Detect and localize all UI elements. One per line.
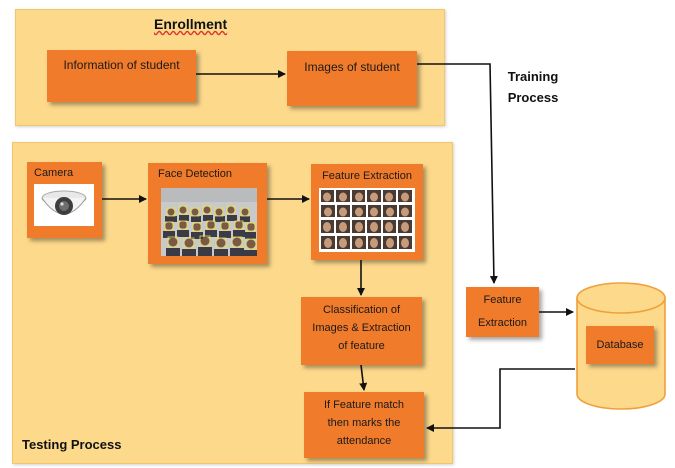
attendance-match-box: If Feature match then marks the attendan… bbox=[304, 392, 424, 458]
images-of-student-label: Images of student bbox=[304, 60, 400, 74]
information-of-student-label: Information of student bbox=[63, 58, 180, 72]
face-detection-label: Face Detection bbox=[158, 168, 232, 180]
database-label: Database bbox=[596, 339, 644, 351]
testing-feature-extraction-label: Feature Extraction bbox=[322, 170, 412, 182]
database-label-box: Database bbox=[586, 326, 654, 364]
camera-icon bbox=[34, 184, 94, 226]
feature-box-line2: Extraction bbox=[478, 317, 527, 329]
information-of-student-box: Information of student bbox=[47, 50, 196, 102]
testing-process-title: Testing Process bbox=[22, 437, 122, 452]
enrollment-title: Enrollment bbox=[154, 16, 228, 32]
classification-line3: of feature bbox=[338, 340, 385, 352]
match-line1: If Feature match bbox=[323, 399, 405, 411]
classification-box: Classification of Images & Extraction of… bbox=[301, 297, 422, 365]
feature-box-line1: Feature bbox=[483, 294, 522, 306]
training-process-line2: Process bbox=[507, 90, 559, 105]
face-grid-image bbox=[319, 188, 415, 252]
testing-feature-extraction-box: Feature Extraction bbox=[311, 164, 423, 260]
match-line2: then marks the bbox=[327, 417, 401, 429]
match-line3: attendance bbox=[336, 435, 392, 447]
images-of-student-box: Images of student bbox=[287, 51, 417, 106]
camera-box: Camera bbox=[27, 162, 102, 238]
training-process-line1: Training bbox=[507, 69, 559, 84]
training-feature-extraction-box: Feature Extraction bbox=[466, 287, 539, 337]
classroom-photo bbox=[161, 188, 257, 256]
training-process-label: Training Process bbox=[492, 66, 574, 108]
classification-line2: Images & Extraction bbox=[312, 322, 411, 334]
classification-line1: Classification of bbox=[322, 304, 401, 316]
face-detection-box: Face Detection bbox=[148, 163, 267, 264]
arrow-classification-to-match bbox=[359, 364, 368, 391]
arrow-images-to-feature bbox=[417, 63, 498, 284]
camera-label: Camera bbox=[34, 167, 74, 179]
arrow-database-to-match bbox=[426, 368, 575, 432]
